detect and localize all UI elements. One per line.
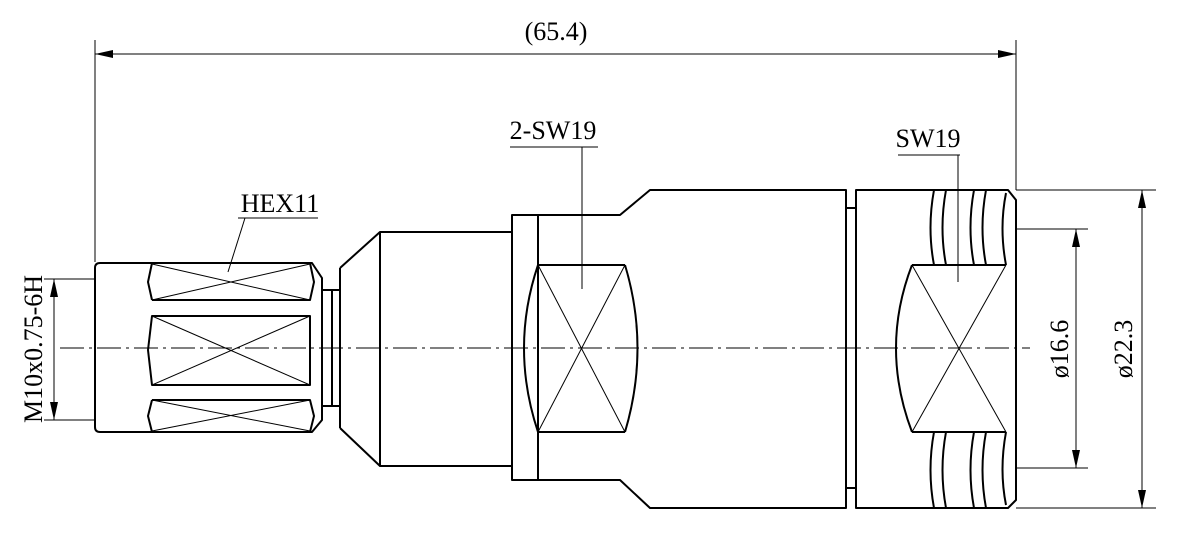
inner-diameter-label: ø16.6 (1045, 320, 1074, 379)
callout-2-sw19: 2-SW19 (510, 116, 598, 289)
callout-sw19: SW19 (896, 124, 961, 282)
hex11-label: HEX11 (241, 189, 319, 218)
middle-wrench-block (511, 189, 847, 509)
outer-diameter-label: ø22.3 (1109, 320, 1138, 379)
overall-length-label: (65.4) (525, 17, 588, 46)
dimension-outer-diameter: ø22.3 (1016, 189, 1156, 509)
gap-ring (846, 190, 857, 508)
dimension-overall-length: (65.4) (94, 17, 1017, 262)
dimension-inner-diameter: ø16.6 (1016, 228, 1088, 469)
2-sw19-label: 2-SW19 (510, 116, 597, 145)
hex-nut-left (94, 262, 323, 433)
dimension-thread: M10x0.75-6H (19, 275, 95, 423)
right-wrench-block (855, 189, 1017, 509)
tapered-body (339, 231, 512, 467)
sw19-label: SW19 (896, 124, 961, 153)
thread-label: M10x0.75-6H (19, 275, 48, 423)
callout-hex11: HEX11 (227, 189, 319, 273)
